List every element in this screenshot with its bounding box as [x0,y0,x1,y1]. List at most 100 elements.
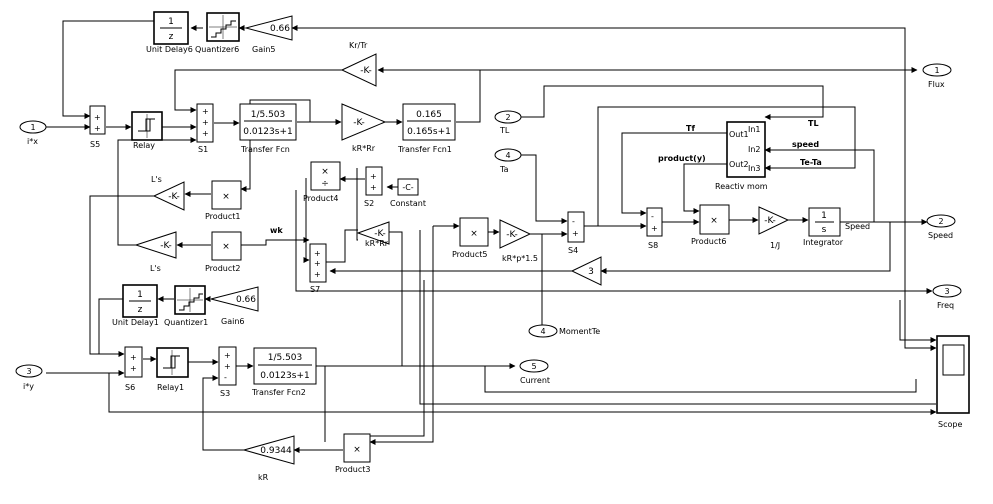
svg-text:S2: S2 [364,199,374,208]
reactiv-mom-subsystem[interactable]: Out1 Out2 In1 In2 In3 Reactiv mom [715,121,768,191]
transfer-fcn-block[interactable]: 1/5.503 0.0123s+1 Transfer Fcn [239,103,297,154]
inport-ta[interactable]: 4 Ta [494,148,522,174]
inport-tl[interactable]: 2 TL [494,110,522,135]
svg-text:+: + [94,113,101,122]
svg-text:1: 1 [821,211,827,221]
quantizer1-block[interactable]: Quantizer1 [164,285,208,327]
transfer-fcn2-block[interactable]: 1/5.503 0.0123s+1 Transfer Fcn2 [251,347,317,397]
sum-s6-block[interactable]: + + S6 [124,346,143,392]
svg-text:S6: S6 [125,383,135,392]
svg-text:+: + [314,270,321,279]
outport-flux[interactable]: 1 Flux [922,63,952,89]
quantizer6-block[interactable]: Quantizer6 [195,12,240,54]
gain-krrr-block[interactable]: -K- kR*Rr [341,103,387,153]
svg-text:-: - [224,373,227,382]
svg-text:5: 5 [531,362,536,371]
gain-krtr-block[interactable]: -K- Kr/Tr [340,41,377,87]
gain-1-j-block[interactable]: -K- 1/J [758,206,790,250]
constant-block[interactable]: -C- Constant [390,178,426,208]
inport-isy[interactable]: 3 i*y [15,364,43,391]
svg-text:S8: S8 [648,241,658,250]
sum-s1-block[interactable]: + + + S1 [196,103,214,154]
svg-text:Kr/Tr: Kr/Tr [349,41,368,50]
svg-text:i*x: i*x [27,137,38,146]
outport-speed[interactable]: 2 Speed [926,214,956,240]
svg-text:×: × [222,192,230,202]
unit-delay1-block[interactable]: 1 z Unit Delay1 [112,284,159,327]
relay1-block[interactable]: Relay1 [156,347,189,392]
scope-block[interactable]: Scope [936,335,970,429]
svg-text:In3: In3 [748,164,761,173]
svg-text:+: + [224,362,231,371]
product1-block[interactable]: × Product1 [205,180,242,221]
relay-block[interactable]: Relay [131,111,163,150]
outport-current[interactable]: 5 Current [519,359,550,385]
integrator-block[interactable]: 1 s Integrator [803,207,844,247]
svg-text:+: + [202,107,209,116]
gain-kr-block[interactable]: 0.9344 kR [242,435,295,482]
svg-text:1/5.503: 1/5.503 [251,110,286,120]
gain-ls2-block[interactable]: -K- L's [134,231,177,273]
sum-s5-block[interactable]: + + S5 [89,105,106,149]
sum-s4-block[interactable]: - + S4 [567,211,585,255]
svg-text:Ta: Ta [499,165,509,174]
gain-ls1-block[interactable]: -K- L's [151,175,185,211]
sum-s2-block[interactable]: + + S2 [364,166,383,208]
svg-text:1/J: 1/J [770,241,780,250]
product5-block[interactable]: × Product5 [452,217,489,259]
svg-text:MomentTe: MomentTe [559,327,600,336]
sum-s7-block[interactable]: + + + S7 [309,243,327,294]
inport-isx[interactable]: 1 i*x [19,120,47,146]
gain-krp-block[interactable]: -K- kR*p*1.5 [499,219,538,263]
signal-label-tl: TL [808,119,819,128]
gain-krr-block[interactable]: -K- kR*Rr [356,221,390,248]
product4-block[interactable]: × ÷ Product4 [303,161,341,203]
svg-text:Gain6: Gain6 [221,317,244,326]
product2-block[interactable]: × Product2 [205,231,242,273]
svg-text:Product1: Product1 [205,212,240,221]
signal-label-wk: wk [270,226,283,235]
svg-text:In2: In2 [748,145,761,154]
svg-text:1: 1 [168,17,174,27]
svg-text:Freq: Freq [937,301,954,310]
svg-text:3: 3 [944,287,949,296]
svg-text:-K-: -K- [360,66,371,76]
gain3-block[interactable]: 3 [570,256,602,286]
svg-text:-K-: -K- [168,192,179,202]
svg-text:1: 1 [30,123,35,132]
svg-text:2: 2 [938,217,943,226]
svg-text:+: + [572,229,579,238]
svg-text:Product5: Product5 [452,250,487,259]
product3-block[interactable]: × Product3 [335,433,371,474]
svg-text:kR*Rr: kR*Rr [352,144,376,153]
outport-freq[interactable]: 3 Freq [932,284,962,310]
svg-text:i*y: i*y [23,382,34,391]
svg-text:Quantizer1: Quantizer1 [164,318,208,327]
svg-text:Scope: Scope [938,420,962,429]
svg-text:Unit Delay1: Unit Delay1 [112,318,159,327]
svg-text:z: z [138,305,143,315]
svg-text:-: - [651,212,654,221]
svg-text:×: × [710,216,718,226]
product6-block[interactable]: × Product6 [691,204,730,246]
svg-text:-: - [572,217,575,226]
svg-text:S1: S1 [198,145,208,154]
svg-text:×: × [222,242,230,252]
unit-delay6-block[interactable]: 1 z Unit Delay6 [146,11,193,54]
svg-text:1/5.503: 1/5.503 [268,353,303,363]
svg-text:Product2: Product2 [205,264,240,273]
svg-text:+: + [370,183,377,192]
svg-text:z: z [169,32,174,42]
svg-text:Quantizer6: Quantizer6 [195,45,239,54]
svg-text:Product3: Product3 [335,465,370,474]
sum-s3-block[interactable]: + + - S3 [218,346,237,398]
gain5-block[interactable]: 0.66 Gain5 [244,15,293,54]
svg-text:Out2: Out2 [729,160,749,169]
outport-momentte[interactable]: 4 MomentTe [528,324,600,338]
sum-s8-block[interactable]: - + S8 [646,207,663,250]
svg-text:Unit Delay6: Unit Delay6 [146,45,193,54]
transfer-fcn1-block[interactable]: 0.165 0.165s+1 Transfer Fcn1 [397,103,456,154]
svg-text:×: × [353,445,361,455]
gain6-block[interactable]: 0.66 Gain6 [210,286,259,326]
